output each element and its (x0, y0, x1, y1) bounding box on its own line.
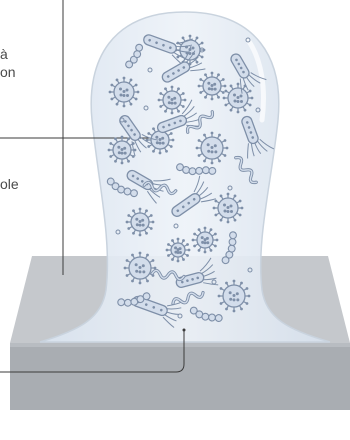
label-top-line1: à (0, 45, 8, 63)
label-middle: ole (0, 175, 19, 193)
label-top-line2: on (0, 63, 16, 81)
slab-front-face (10, 343, 350, 410)
